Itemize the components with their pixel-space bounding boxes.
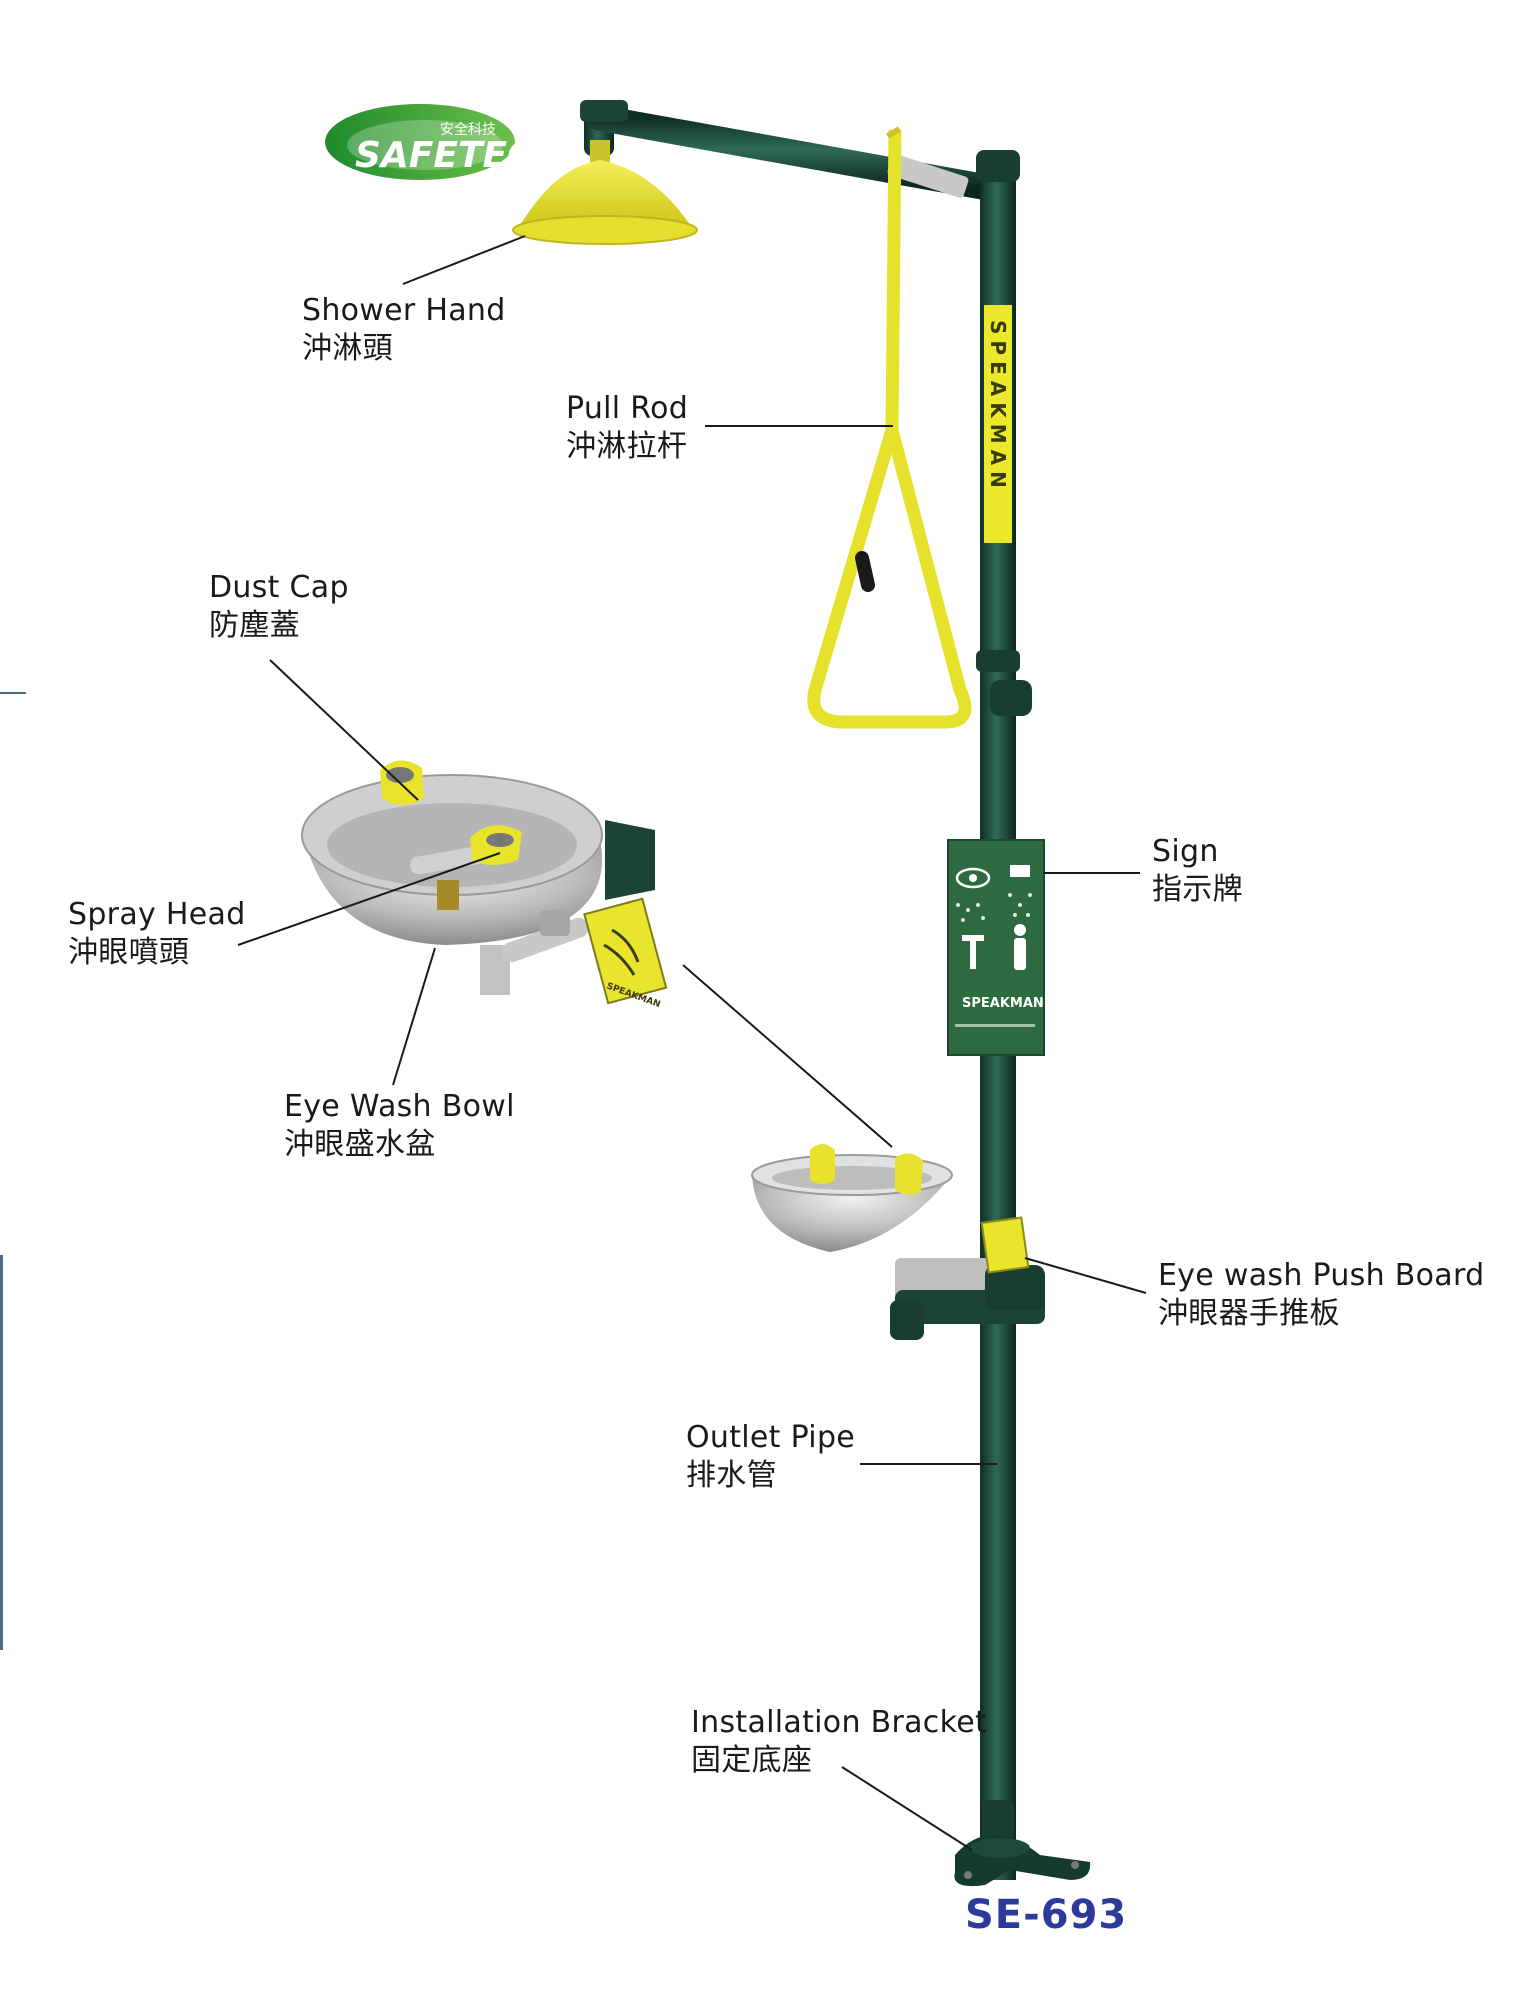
- sign-brand-text: SPEAKMAN: [962, 996, 1044, 1011]
- callout-shower-hand: Shower Hand 沖淋頭: [302, 292, 506, 368]
- leader-push-board-2: [682, 964, 893, 1148]
- callout-dust-cap: Dust Cap 防塵蓋: [209, 569, 349, 645]
- leader-eye-wash-bowl: [392, 947, 436, 1086]
- wall-eyewash: SPEAKMAN: [301, 760, 668, 1010]
- leader-install-bracket: [841, 1766, 973, 1851]
- callout-outlet-pipe: Outlet Pipe 排水管: [686, 1419, 855, 1495]
- shower-head: [512, 140, 698, 245]
- logo-brand-text: SAFETECH: [355, 135, 564, 176]
- logo-cn-text: 安全科技: [440, 121, 496, 138]
- callout-eye-wash-bowl: Eye Wash Bowl 沖眼盛水盆: [284, 1088, 515, 1164]
- callout-cn: 沖眼噴頭: [68, 935, 190, 970]
- callout-cn: 排水管: [686, 1458, 777, 1493]
- callout-cn: 指示牌: [1152, 872, 1243, 907]
- callout-lines: [237, 235, 1147, 1851]
- callout-en: Sign: [1152, 834, 1219, 869]
- callout-cn: 沖淋頭: [302, 331, 393, 366]
- callout-en: Eye wash Push Board: [1158, 1258, 1485, 1293]
- callout-cn: 沖眼器手推板: [1158, 1296, 1340, 1331]
- pull-rod: [807, 126, 972, 729]
- callout-en: Shower Hand: [302, 293, 506, 328]
- sign-board: SPEAKMAN: [947, 839, 1045, 1056]
- callout-sign: Sign 指示牌: [1152, 833, 1243, 909]
- callout-cn: 固定底座: [691, 1743, 813, 1778]
- callout-pull-rod: Pull Rod 沖淋拉杆: [566, 390, 688, 466]
- edge-tick: [0, 692, 26, 694]
- callout-en: Pull Rod: [566, 391, 689, 426]
- callout-cn: 沖眼盛水盆: [284, 1127, 436, 1162]
- callout-cn: 防塵蓋: [209, 608, 300, 643]
- edge-bar: [0, 1255, 3, 1650]
- leader-shower-hand: [402, 235, 526, 285]
- callout-en: Installation Bracket: [691, 1705, 988, 1740]
- callout-install-bracket: Installation Bracket 固定底座: [691, 1704, 987, 1780]
- callout-en: Outlet Pipe: [686, 1420, 856, 1455]
- leader-push-board: [1024, 1257, 1147, 1294]
- callout-en: Eye Wash Bowl: [284, 1089, 515, 1124]
- model-number: SE-693: [965, 1892, 1128, 1938]
- pole-eyewash: [751, 1144, 1045, 1340]
- safetech-logo: SAFETECH 安全科技: [325, 104, 564, 180]
- callout-cn: 沖淋拉杆: [566, 429, 688, 464]
- pipe-brand-text: SPEAKMAN: [986, 320, 1010, 494]
- callout-spray-head: Spray Head 沖眼噴頭: [68, 896, 246, 972]
- callout-en: Dust Cap: [209, 570, 349, 605]
- leader-dust-cap: [269, 659, 419, 801]
- callout-push-board: Eye wash Push Board 沖眼器手推板: [1158, 1257, 1484, 1333]
- pipe-brand-label: SPEAKMAN: [984, 305, 1012, 543]
- callout-en: Spray Head: [68, 897, 246, 932]
- leader-spray-head: [237, 852, 501, 946]
- base-bracket: [954, 1800, 1091, 1887]
